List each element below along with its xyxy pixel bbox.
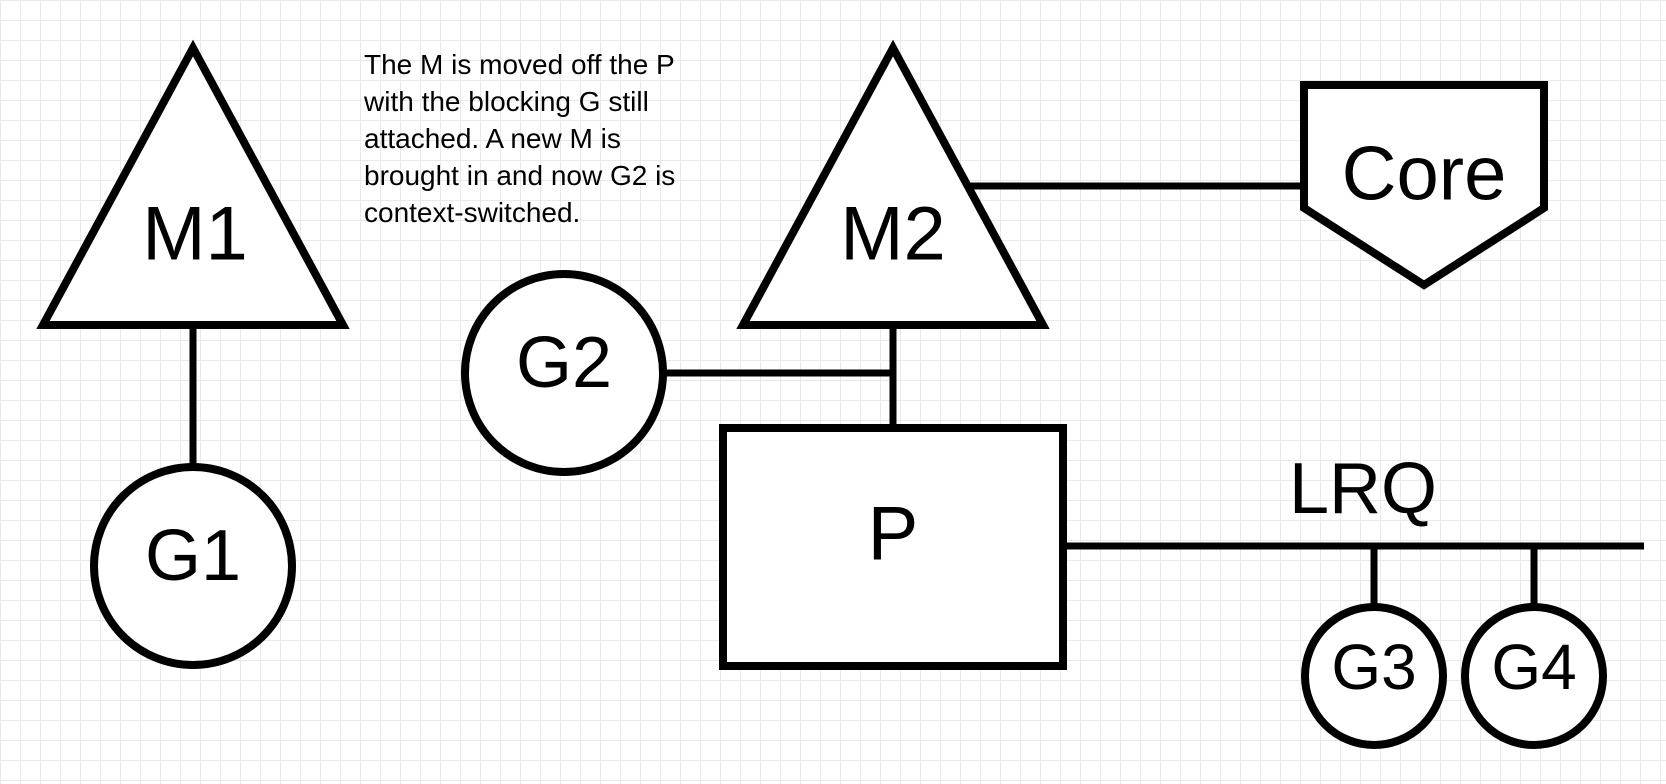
g4-label: G4	[1491, 631, 1576, 703]
m1-label: M1	[142, 192, 248, 277]
note-line: The M is moved off the P	[364, 49, 675, 80]
core-shape	[1300, 81, 1548, 290]
core-label: Core	[1342, 132, 1507, 217]
note-line: brought in and now G2 is	[364, 160, 676, 191]
m1-triangle	[36, 39, 350, 329]
g1-goroutine: G1	[90, 463, 296, 669]
m1-machine: M1	[36, 39, 350, 329]
g3-label: G3	[1331, 631, 1416, 703]
note-line: context-switched.	[364, 197, 581, 228]
m2-triangle	[736, 39, 1050, 329]
note-line: attached. A new M is	[364, 123, 621, 154]
g4-goroutine: G4	[1461, 603, 1607, 749]
core-node: Core	[1300, 81, 1548, 290]
g2-label: G2	[516, 323, 612, 403]
g2-goroutine: G2	[461, 270, 667, 476]
m2-label: M2	[840, 192, 946, 277]
g3-goroutine: G3	[1301, 603, 1447, 749]
g1-circle	[90, 463, 296, 669]
explanation-note: The M is moved off the P with the blocki…	[364, 46, 744, 231]
p-label: P	[868, 492, 919, 577]
p-rectangle	[719, 424, 1067, 670]
m2-machine: M2	[736, 39, 1050, 329]
p-processor: P	[719, 424, 1067, 670]
g1-label: G1	[145, 516, 241, 596]
lrq-label: LRQ	[1289, 449, 1437, 529]
note-line: with the blocking G still	[364, 86, 649, 117]
g2-circle	[461, 270, 667, 476]
g3-circle	[1301, 603, 1447, 749]
g4-circle	[1461, 603, 1607, 749]
